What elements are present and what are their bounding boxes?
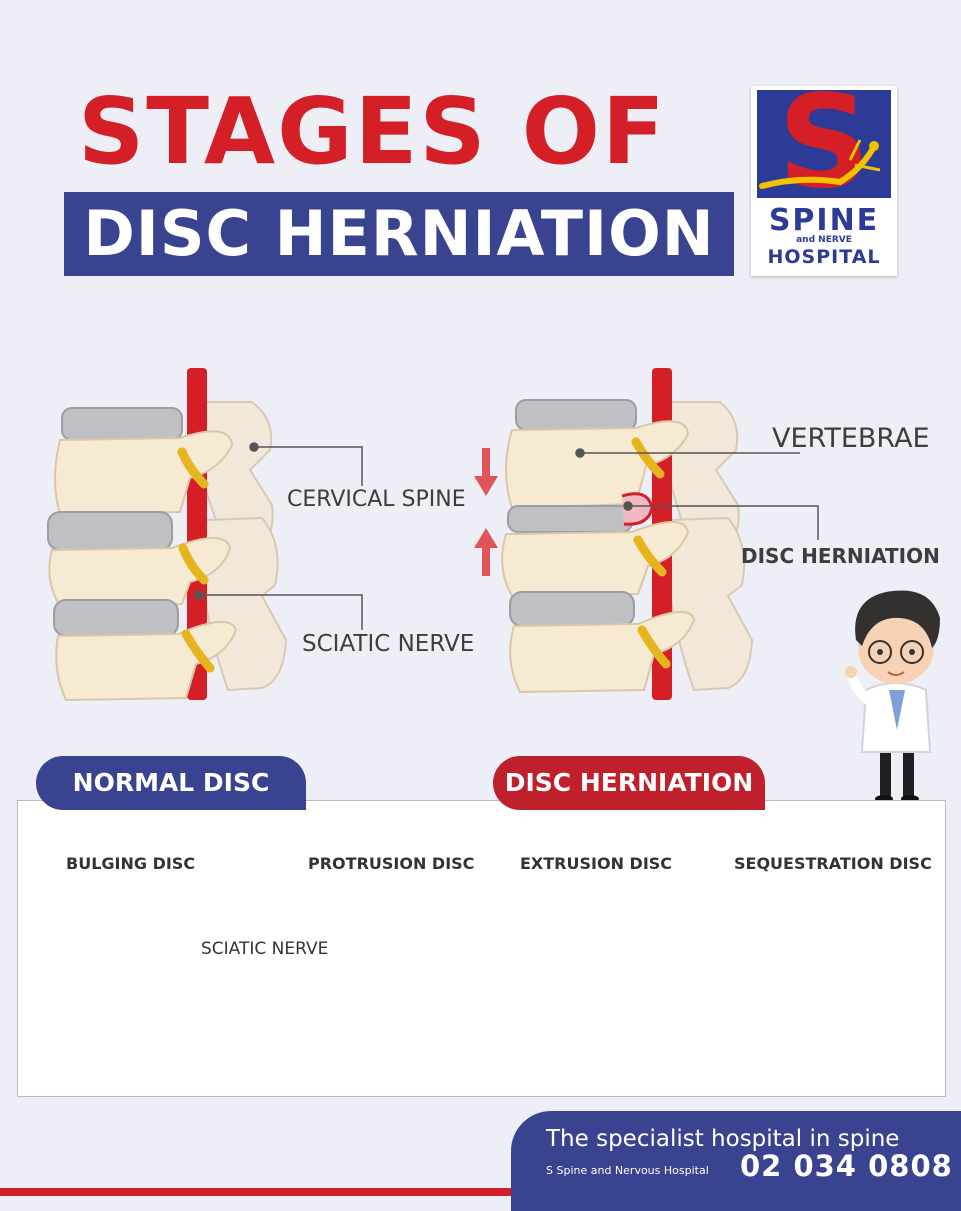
footer-banner xyxy=(511,1111,961,1211)
footer-tagline: The specialist hospital in spine xyxy=(546,1126,900,1152)
logo-spine-figure-icon xyxy=(759,139,881,189)
normal-spine-illustration xyxy=(47,368,288,702)
compression-arrows-icon xyxy=(474,448,498,576)
logo-text-and-nerve: and NERVE xyxy=(796,235,852,245)
footer-red-line xyxy=(0,1188,511,1196)
right-leader-lines xyxy=(575,448,819,540)
stage-label-sciatic-nerve: SCIATIC NERVE xyxy=(201,939,329,959)
normal-disc-pill: NORMAL DISC xyxy=(36,756,306,810)
stage-label-sequestration: SEQUESTRATION DISC xyxy=(734,854,932,873)
label-vertebrae: VERTEBRAE xyxy=(772,423,930,454)
disc-herniation-pill: DISC HERNIATION xyxy=(493,756,765,810)
label-cervical-spine: CERVICAL SPINE xyxy=(287,487,466,512)
footer-phone: 02 034 0808 xyxy=(740,1149,953,1183)
left-leader-lines xyxy=(194,442,363,630)
title-line-2: DISC HERNIATION xyxy=(83,197,715,270)
stage-label-protrusion: PROTRUSION DISC xyxy=(308,854,475,873)
label-disc-herniation: DISC HERNIATION xyxy=(741,544,940,568)
title-line-1: STAGES OF xyxy=(78,78,667,185)
herniation-spine-illustration xyxy=(501,368,754,700)
title-banner xyxy=(64,192,734,276)
logo-letter: S xyxy=(777,68,871,217)
logo-text-spine: SPINE xyxy=(768,203,880,238)
stage-label-bulging: BULGING DISC xyxy=(66,854,196,873)
stage-label-extrusion: EXTRUSION DISC xyxy=(520,854,673,873)
footer-hospital-name: S Spine and Nervous Hospital xyxy=(546,1164,709,1177)
logo-text-hospital: HOSPITAL xyxy=(767,246,881,268)
label-sciatic-nerve: SCIATIC NERVE xyxy=(302,631,475,657)
doctor-character-illustration xyxy=(845,590,940,803)
stages-panel xyxy=(17,800,946,1097)
